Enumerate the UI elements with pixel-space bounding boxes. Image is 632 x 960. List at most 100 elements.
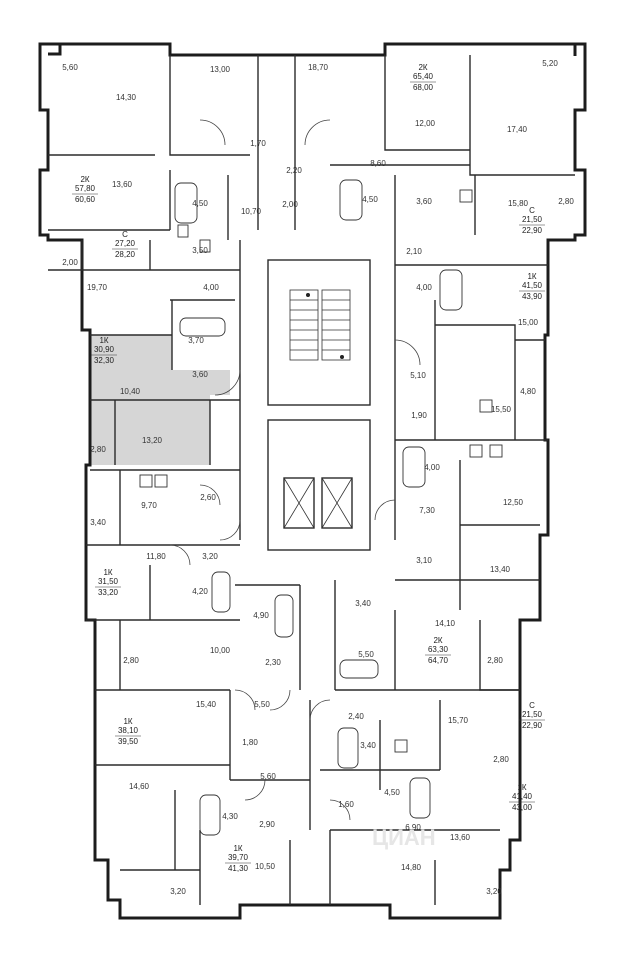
room-area-label: 14,60 — [129, 782, 150, 791]
apartment-area_total: 60,60 — [75, 195, 96, 204]
room-area-label: 4,00 — [424, 463, 440, 472]
stairwell — [289, 289, 351, 361]
room-area-label: 1,70 — [250, 139, 266, 148]
room-area-label: 2,80 — [558, 197, 574, 206]
room-area-label: 2,00 — [282, 200, 298, 209]
apartment-type: 2К — [80, 175, 89, 184]
apartment-type: 1К — [123, 717, 132, 726]
room-area-label: 10,70 — [241, 207, 262, 216]
room-area-label: 15,00 — [518, 318, 539, 327]
room-area-label: 9,70 — [141, 501, 157, 510]
room-area-label: 3,20 — [170, 887, 186, 896]
apartment-type: 1К — [527, 272, 536, 281]
room-area-label: 2,80 — [90, 445, 106, 454]
room-area-label: 5,60 — [260, 772, 276, 781]
room-area-label: 3,60 — [416, 197, 432, 206]
apartment-area_living: 38,10 — [118, 726, 139, 735]
room-area-label: 3,20 — [486, 887, 502, 896]
apartment-area_total: 43,00 — [512, 803, 533, 812]
apartment-area_total: 68,00 — [413, 83, 434, 92]
room-area-label: 2,10 — [406, 247, 422, 256]
room-area-label: 3,20 — [202, 552, 218, 561]
elevator-right — [321, 477, 353, 529]
room-area-label: 2,90 — [259, 820, 275, 829]
apartment-label[interactable]: С27,20 28,20 — [112, 230, 138, 259]
room-area-label: 2,60 — [200, 493, 216, 502]
room-area-label: 3,40 — [360, 741, 376, 750]
apartment-type: 1К — [103, 568, 112, 577]
apartment-area_living: 65,40 — [413, 72, 434, 81]
room-area-label: 17,40 — [507, 125, 528, 134]
room-area-label: 4,30 — [222, 812, 238, 821]
room-area-label: 14,80 — [401, 863, 422, 872]
room-area-label: 13,60 — [450, 833, 471, 842]
room-area-label: 4,20 — [192, 587, 208, 596]
room-area-label: 5,50 — [358, 650, 374, 659]
room-area-label: 10,00 — [210, 646, 231, 655]
room-area-label: 19,70 — [87, 283, 108, 292]
room-area-label: 4,00 — [203, 283, 219, 292]
apartment-type: 1К — [233, 844, 242, 853]
elevator-left — [283, 477, 315, 529]
room-area-label: 4,50 — [384, 788, 400, 797]
room-area-label: 7,30 — [419, 506, 435, 515]
room-area-label: 5,60 — [62, 63, 78, 72]
building-core — [267, 259, 371, 551]
apartment-area_living: 41,50 — [522, 281, 543, 290]
room-area-label: 8,60 — [370, 159, 386, 168]
apartment-area_living: 63,30 — [428, 645, 449, 654]
room-area-label: 15,40 — [196, 700, 217, 709]
room-area-label: 3,10 — [416, 556, 432, 565]
room-area-label: 14,10 — [435, 619, 456, 628]
room-area-label: 4,80 — [520, 387, 536, 396]
room-area-label: 6,90 — [405, 823, 421, 832]
apartment-area_living: 39,70 — [228, 853, 249, 862]
apartment-type: С — [122, 230, 128, 239]
room-area-label: 3,40 — [355, 599, 371, 608]
room-area-label: 2,30 — [265, 658, 281, 667]
room-area-label: 2,80 — [123, 656, 139, 665]
apartment-area_living: 57,80 — [75, 184, 96, 193]
apartment-area_total: 22,90 — [522, 226, 543, 235]
room-area-label: 3,70 — [188, 336, 204, 345]
room-area-label: 10,40 — [120, 387, 141, 396]
apartment-area_living: 41,40 — [512, 792, 533, 801]
room-area-label: 2,00 — [62, 258, 78, 267]
watermark: ЦИАН — [372, 825, 436, 850]
apartment-type: 1К — [517, 783, 526, 792]
bathroom-fixtures — [139, 179, 503, 836]
room-area-label: 3,50 — [192, 246, 208, 255]
room-area-label: 4,00 — [416, 283, 432, 292]
room-area-label: 14,30 — [116, 93, 137, 102]
room-area-label: 12,50 — [503, 498, 524, 507]
room-area-label: 1,90 — [411, 411, 427, 420]
apartment-area_total: 28,20 — [115, 250, 136, 259]
apartment-type: 2К — [418, 63, 427, 72]
room-area-label: 11,80 — [146, 552, 166, 561]
apartment-type: С — [529, 701, 535, 710]
apartment-area_living: 27,20 — [115, 239, 136, 248]
room-area-label: 5,20 — [542, 59, 558, 68]
room-area-label: 15,50 — [491, 405, 512, 414]
apartment-area_total: 33,20 — [98, 588, 119, 597]
room-area-label: 1,60 — [338, 800, 354, 809]
apartment-area_total: 32,30 — [94, 356, 115, 365]
room-area-label: 5,10 — [410, 371, 426, 380]
room-area-label: 15,70 — [448, 716, 469, 725]
apartment-area_total: 41,30 — [228, 864, 249, 873]
room-area-label: 2,20 — [286, 166, 302, 175]
room-area-label: 1,80 — [242, 738, 258, 747]
